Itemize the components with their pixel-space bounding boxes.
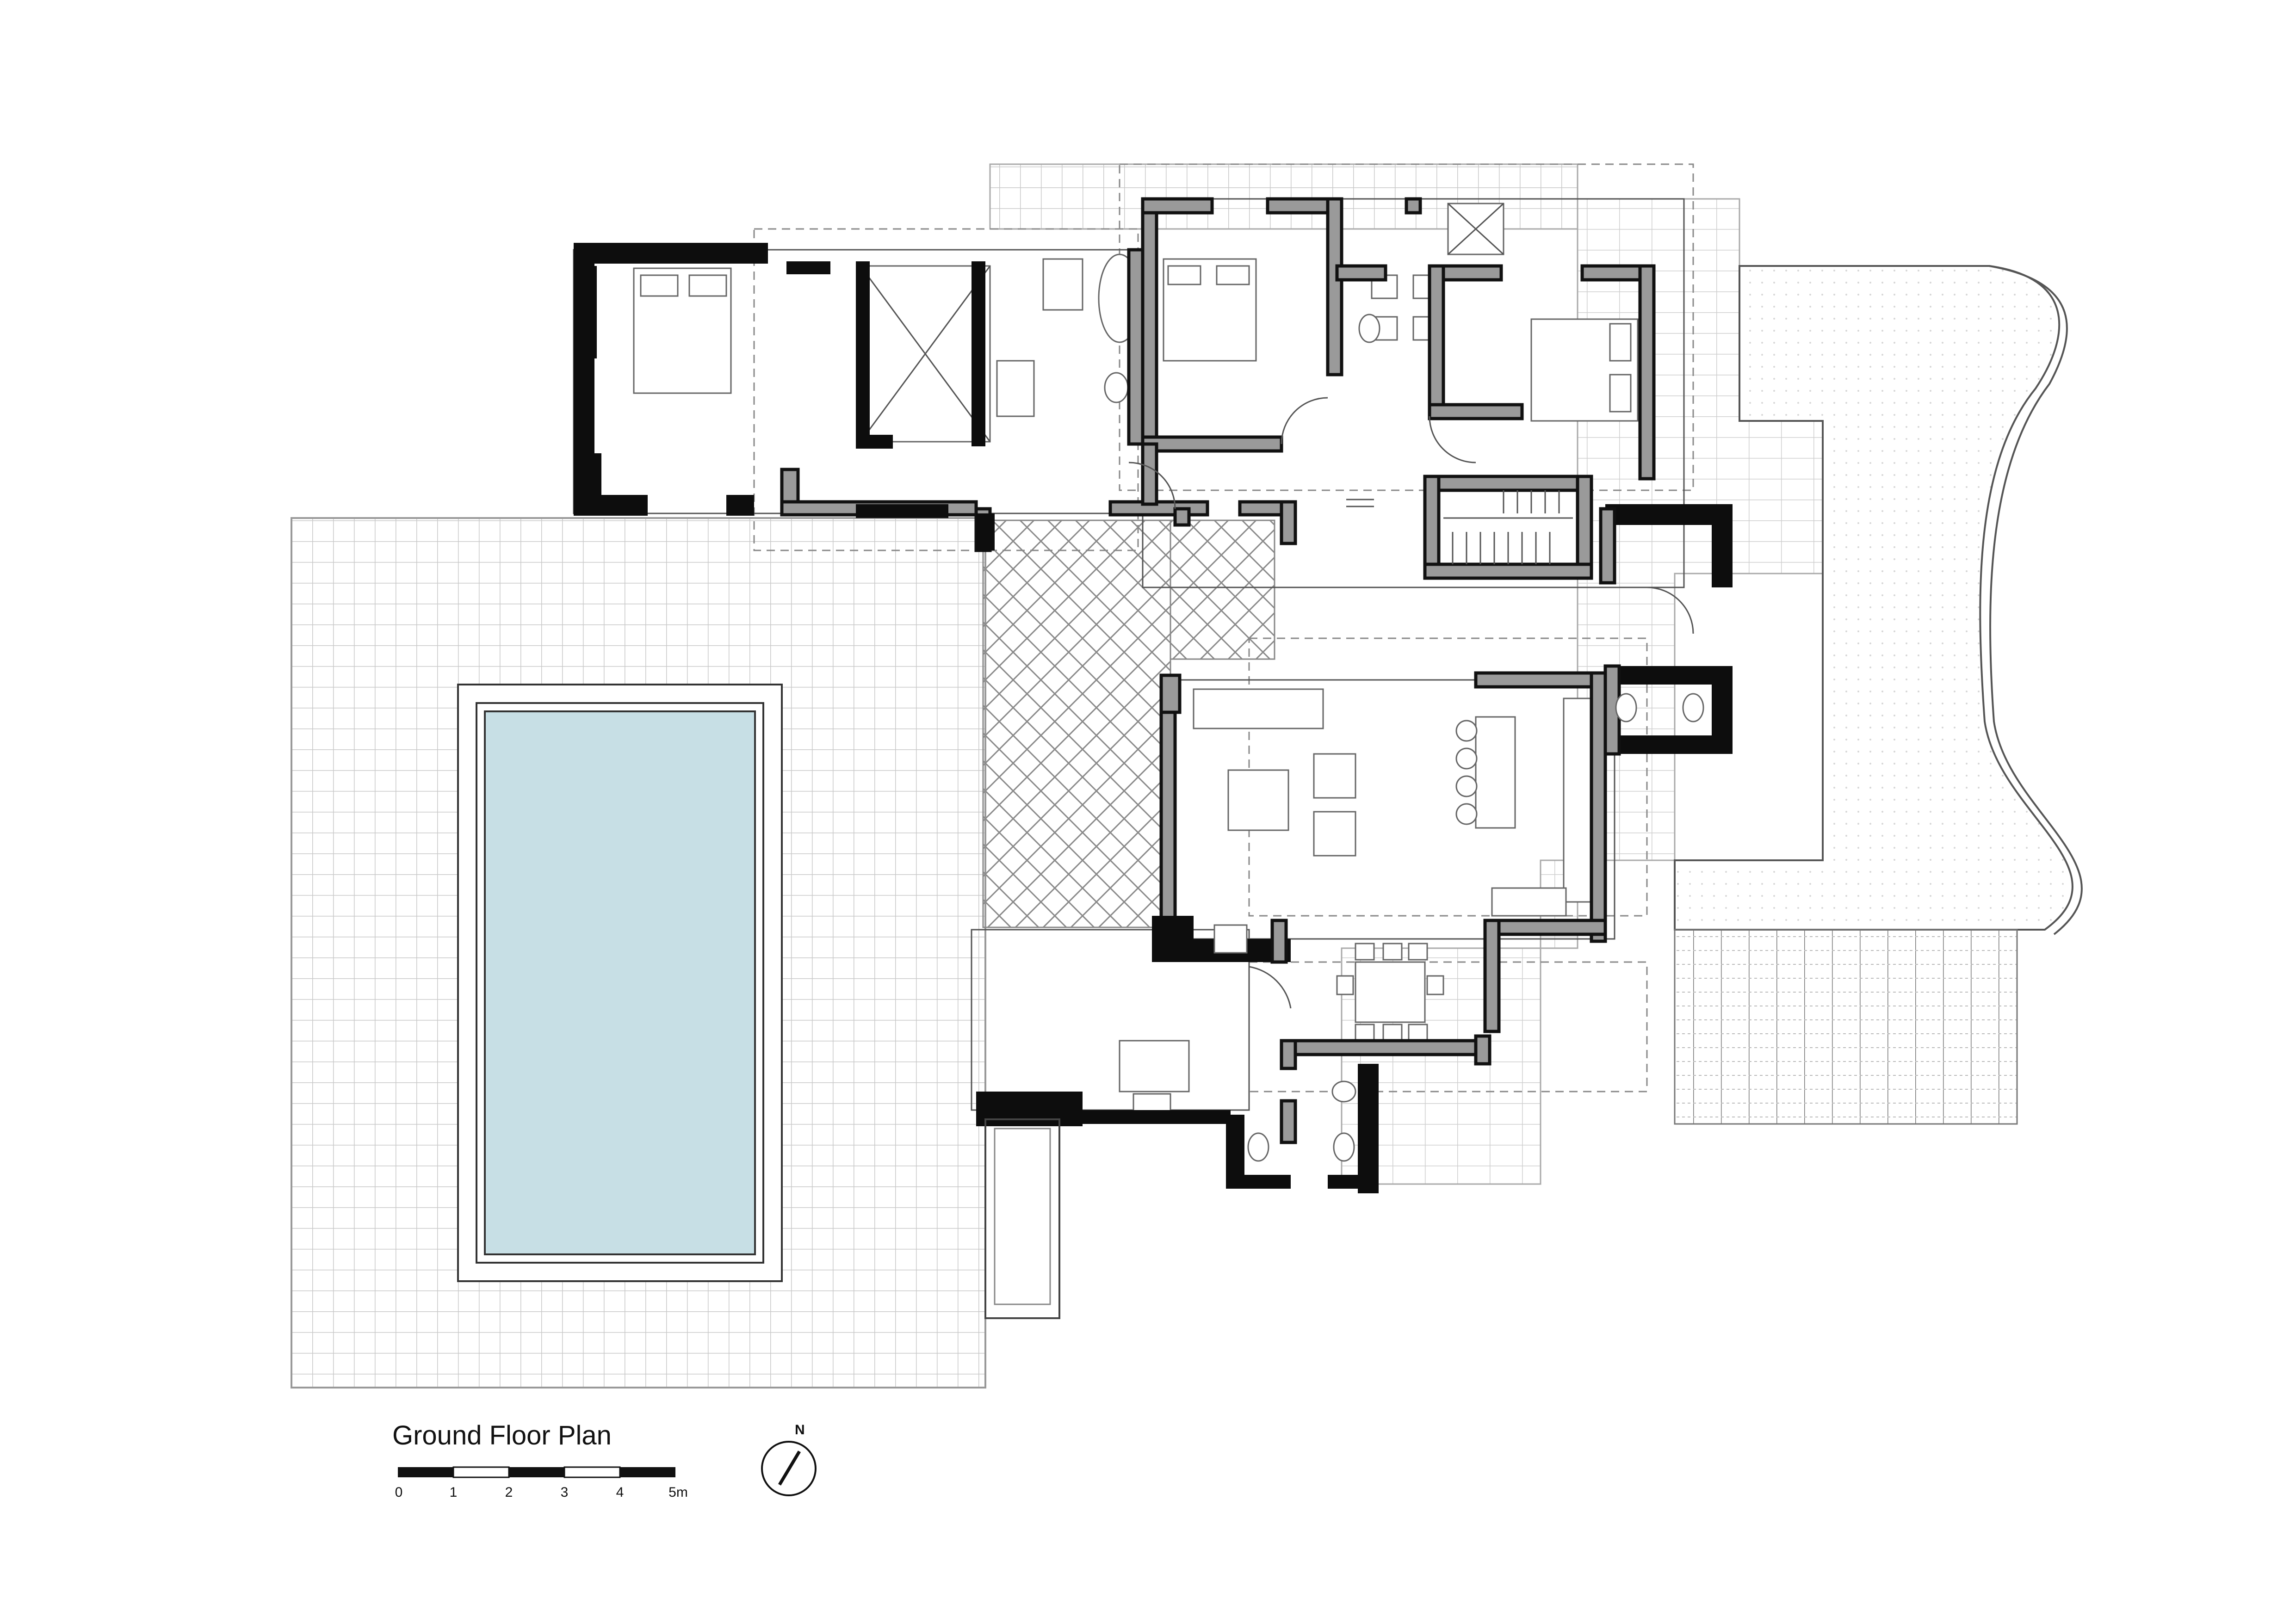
scale-label-4: 4 [616, 1485, 624, 1500]
pool-water [484, 710, 756, 1255]
courtyard-lattice [982, 519, 1275, 928]
scale-label-2: 2 [505, 1485, 513, 1500]
scale-label-0: 0 [395, 1485, 403, 1500]
swimming-pool [457, 684, 783, 1282]
toilet [1104, 372, 1129, 403]
scale-bar [398, 1466, 675, 1478]
kitchen-island [1475, 716, 1516, 829]
scale-label-3: 3 [560, 1485, 569, 1500]
scale-label-5: 5m [668, 1485, 688, 1500]
ensuite-bathroom [996, 248, 1145, 446]
utility-rooms [1599, 504, 1733, 756]
shared-bathroom [1335, 197, 1504, 420]
dining-table [1355, 961, 1426, 1023]
staircase [1423, 475, 1593, 580]
kitchen [1455, 671, 1607, 1033]
armchair [1313, 811, 1356, 857]
toilet [1358, 314, 1380, 343]
toilet [1682, 693, 1704, 722]
central-bedroom [1141, 197, 1343, 453]
living-room [1159, 673, 1356, 936]
garden-lawn [1674, 265, 2083, 935]
armchair [1313, 753, 1356, 799]
west-bedroom [633, 265, 991, 443]
north-arrow-icon [761, 1441, 817, 1496]
toilet [1333, 1132, 1355, 1162]
side-path [984, 1118, 1060, 1319]
scale-label-1: 1 [449, 1485, 458, 1500]
drawing-title: Ground Floor Plan [392, 1420, 612, 1450]
study [976, 1040, 1231, 1126]
dining-area [1152, 916, 1491, 1070]
toilet [1615, 693, 1637, 722]
coffee-table [1227, 769, 1289, 831]
north-label: N [795, 1422, 805, 1438]
toilet [1247, 1132, 1269, 1162]
east-bedroom [1428, 264, 1656, 481]
vanity [996, 360, 1035, 417]
guest-wc [1226, 1064, 1379, 1193]
sofa [1193, 688, 1324, 729]
pergola [1674, 929, 2018, 1125]
corridor-walls [856, 442, 1374, 552]
desk [1119, 1040, 1190, 1092]
